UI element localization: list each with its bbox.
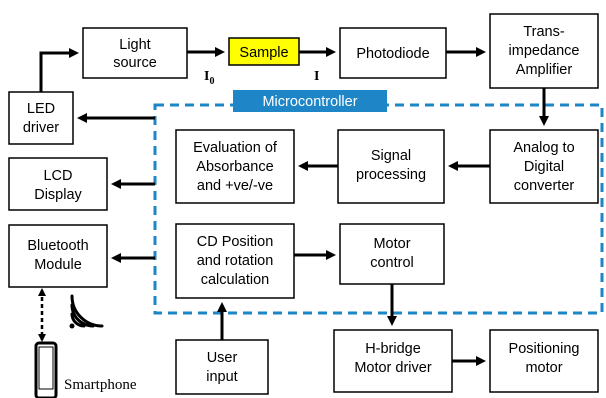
transmitted-intensity-label: I [314, 69, 319, 84]
adc-line-3: converter [514, 178, 575, 194]
sample-label: Sample [239, 45, 288, 61]
block-positioning-motor: Positioning motor [489, 329, 599, 393]
microcontroller-region [153, 103, 604, 315]
svg-text:Photodiode: Photodiode [356, 46, 429, 62]
user-input-line-1: User [207, 350, 238, 366]
smartphone-label: Smartphone [64, 377, 137, 393]
positioning-motor-line-1: Positioning [509, 341, 580, 357]
block-photodiode: Photodiode [339, 27, 447, 79]
tia-line-1: Trans- [523, 24, 565, 40]
light-source-line-1: Light [119, 37, 150, 53]
lcd-line-2: Display [34, 187, 82, 203]
block-sample: Sample [228, 37, 300, 66]
block-motor-control: Motor control [339, 223, 445, 285]
block-cd-position: CD Position and rotation calculation [175, 223, 295, 299]
svg-text:Sample: Sample [239, 45, 288, 61]
bluetooth-line-1: Bluetooth [27, 238, 88, 254]
motor-control-line-1: Motor [373, 236, 410, 252]
cd-position-line-1: CD Position [197, 234, 274, 250]
cd-position-line-2: and rotation [197, 253, 274, 269]
arrow-led-to-light-source [39, 48, 79, 92]
tia-line-3: Amplifier [516, 62, 573, 78]
hbridge-line-1: H-bridge [365, 341, 421, 357]
incident-intensity-label: I0 [204, 69, 214, 87]
evaluation-line-3: and +ve/-ve [197, 178, 273, 194]
block-lcd-display: LCD Display [8, 157, 108, 211]
block-led-driver: LED driver [8, 91, 74, 145]
evaluation-line-2: Absorbance [196, 159, 273, 175]
block-evaluation: Evaluation of Absorbance and +ve/-ve [175, 129, 295, 204]
led-driver-line-2: driver [23, 120, 59, 136]
led-driver-line-1: LED [27, 101, 55, 117]
block-user-input: User input [175, 339, 269, 395]
block-signal-processing: Signal processing [337, 129, 445, 204]
wireless-signal-icon [69, 294, 104, 329]
adc-line-2: Digital [524, 159, 564, 175]
user-input-line-2: input [206, 369, 237, 385]
microcontroller-label-box [233, 90, 387, 112]
smartphone-icon [34, 341, 58, 398]
motor-control-line-2: control [370, 255, 414, 271]
light-source-line-2: source [113, 55, 157, 71]
incident-intensity-subscript: 0 [209, 76, 214, 87]
signal-processing-line-1: Signal [371, 148, 411, 164]
evaluation-line-1: Evaluation of [193, 140, 278, 156]
block-light-source: Light source [82, 27, 188, 79]
block-adc: Analog to Digital converter [489, 129, 599, 204]
positioning-motor-line-2: motor [525, 360, 562, 376]
lcd-line-1: LCD [43, 168, 72, 184]
adc-line-1: Analog to [513, 140, 574, 156]
signal-processing-line-2: processing [356, 167, 426, 183]
photodiode-label: Photodiode [356, 46, 429, 62]
bluetooth-line-2: Module [34, 257, 82, 273]
tia-line-2: impedance [509, 43, 580, 59]
connector-arrows [39, 47, 549, 366]
microcontroller-label: Microcontroller [262, 94, 357, 110]
hbridge-line-2: Motor driver [354, 360, 432, 376]
cd-position-line-3: calculation [201, 272, 270, 288]
